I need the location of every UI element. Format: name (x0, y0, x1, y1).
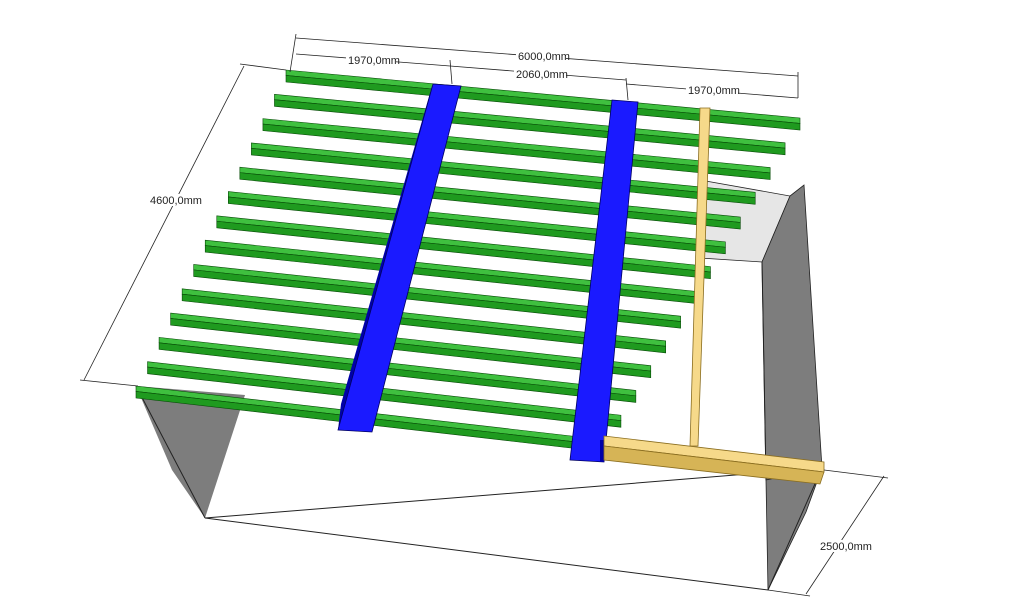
dim-middle-span-label: 2060,0mm (516, 69, 568, 81)
timber-frame (603, 107, 825, 485)
joist (181, 293, 666, 354)
timber-post (689, 107, 711, 447)
joist (193, 269, 681, 329)
timber-rail-front (603, 445, 825, 485)
joist (262, 123, 771, 180)
dimension-labels: 1970,0mm 6000,0mm 2060,0mm 1970,0mm 4600… (148, 50, 872, 553)
wall-edge (135, 385, 206, 519)
wall-edge (761, 261, 767, 481)
joist (147, 366, 622, 428)
joist (158, 342, 637, 403)
blue-beam-left (337, 83, 462, 433)
dim-ext (79, 379, 139, 387)
joist (216, 220, 711, 279)
dim-ext (289, 33, 297, 73)
dim-right-span-label: 1970,0mm (688, 85, 740, 97)
left-wall (136, 386, 245, 518)
floor-outline (204, 467, 823, 591)
dim-depth-line (83, 65, 245, 381)
dim-ext (767, 589, 811, 597)
dim-left-span-label: 1970,0mm (348, 55, 400, 67)
dim-ext (449, 59, 453, 85)
dim-height-label: 2500,0mm (820, 541, 872, 553)
beams (337, 83, 639, 463)
joist (170, 318, 652, 379)
dim-ext (823, 469, 889, 479)
dim-height-line (805, 475, 885, 595)
dim-ext (625, 77, 629, 101)
blue-beam-right-side (600, 440, 604, 462)
dim-ext (239, 63, 287, 71)
dim-total-width-label: 6000,0mm (518, 51, 570, 63)
dim-depth-label: 4600,0mm (150, 195, 202, 207)
